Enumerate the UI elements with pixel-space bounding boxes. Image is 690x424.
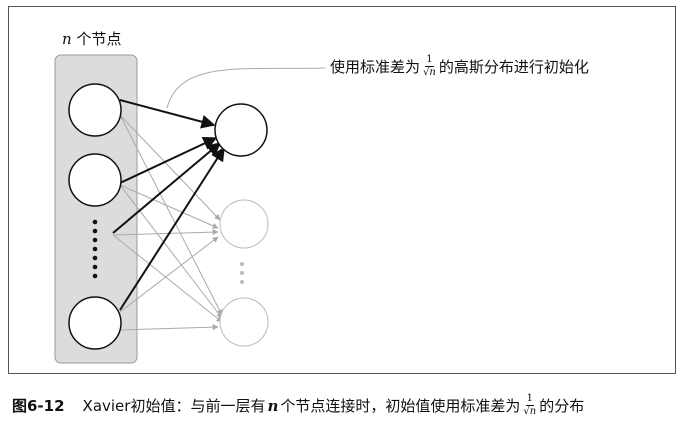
active-edges bbox=[112, 99, 225, 311]
caption-variable: n bbox=[267, 396, 279, 415]
annotation-fraction-numerator: 1 bbox=[425, 54, 434, 67]
figure-frame bbox=[8, 6, 676, 374]
hidden-node-active bbox=[214, 103, 268, 157]
annotation-leader-line bbox=[166, 67, 326, 109]
caption-fraction: 1 √n bbox=[523, 394, 536, 417]
input-layer-box bbox=[54, 54, 138, 364]
caption-text-c: 的分布 bbox=[539, 397, 585, 415]
input-node-2 bbox=[68, 153, 122, 207]
input-ellipsis-dots bbox=[92, 219, 98, 279]
hidden-node-faded-2 bbox=[219, 297, 269, 347]
caption-fraction-denominator: √n bbox=[523, 406, 537, 417]
caption-text-a: Xavier初始值：与前一层有 bbox=[82, 397, 266, 415]
annotation-text: 使用标准差为 1 √n 的高斯分布进行初始化 bbox=[330, 55, 589, 78]
annotation-prefix: 使用标准差为 bbox=[330, 58, 421, 76]
hidden-ellipsis-dots bbox=[240, 262, 244, 284]
input-layer-label: n 个节点 bbox=[62, 28, 121, 49]
layer-label-variable: n bbox=[62, 30, 72, 48]
caption-figure-number: 图6-12 bbox=[12, 397, 65, 415]
input-node-n bbox=[68, 296, 122, 350]
faded-edges bbox=[112, 114, 223, 331]
annotation-fraction-denominator: √n bbox=[423, 67, 436, 78]
caption-text-b: 个节点连接时，初始值使用标准差为 bbox=[280, 397, 521, 415]
layer-label-text: 个节点 bbox=[76, 30, 122, 48]
annotation-suffix: 的高斯分布进行初始化 bbox=[438, 58, 589, 76]
caption-fraction-numerator: 1 bbox=[525, 393, 534, 406]
hidden-node-faded-1 bbox=[219, 199, 269, 249]
figure-caption: 图6-12 Xavier初始值：与前一层有 n 个节点连接时，初始值使用标准差为… bbox=[12, 394, 584, 417]
annotation-fraction: 1 √n bbox=[423, 55, 436, 78]
input-node-1 bbox=[68, 83, 122, 137]
